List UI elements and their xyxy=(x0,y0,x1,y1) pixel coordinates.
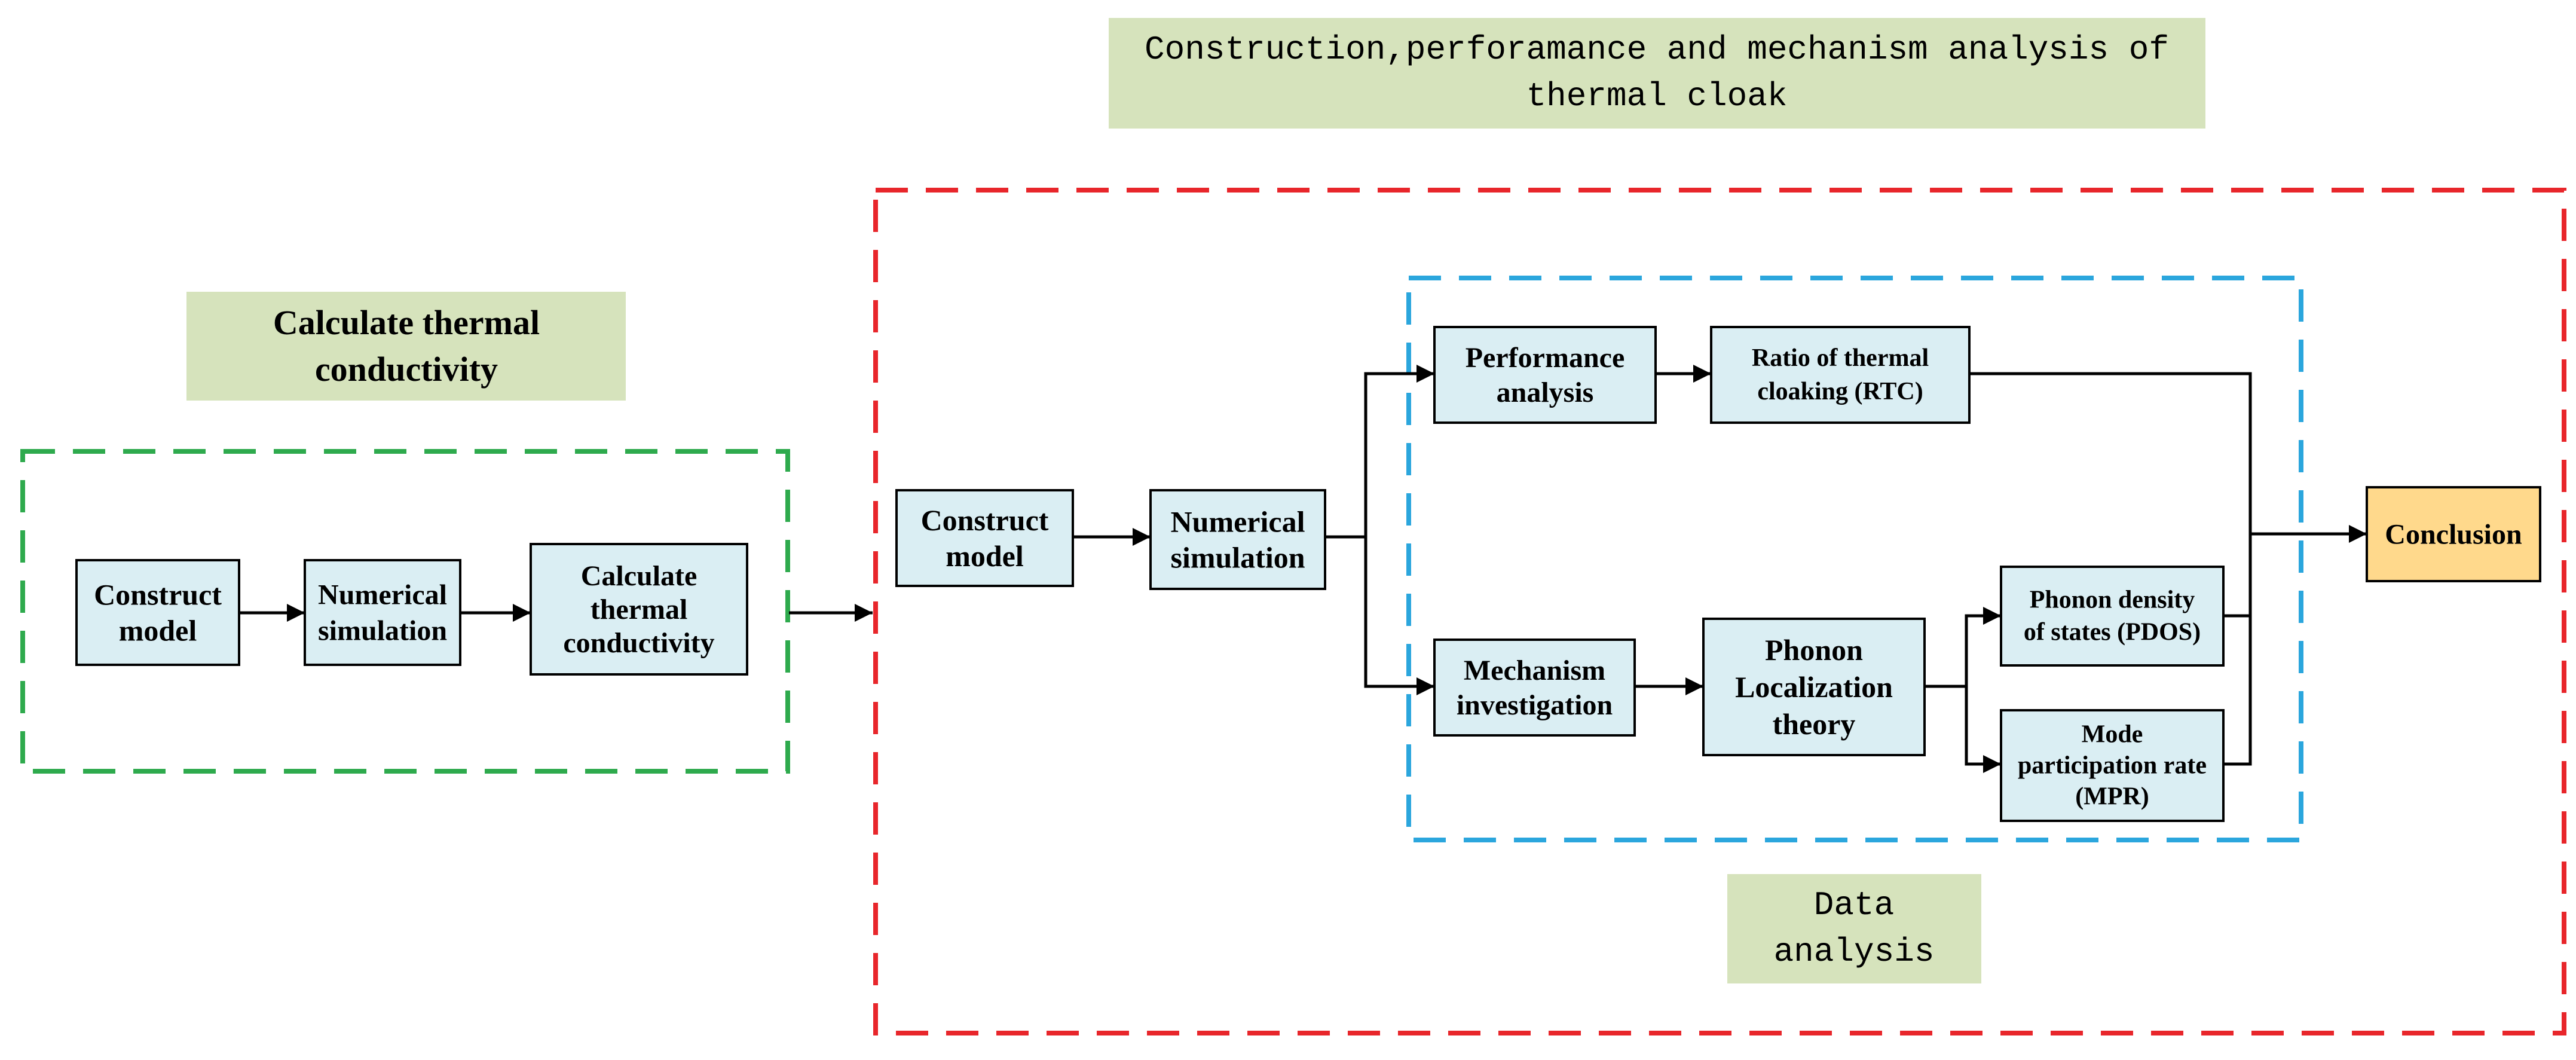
text-line: conductivity xyxy=(315,350,498,389)
box-shape xyxy=(1433,326,1657,424)
main-title: Construction,perforamance and mechanism … xyxy=(1145,30,2169,115)
box-shape xyxy=(1710,326,1971,424)
data-analysis-frame xyxy=(1406,276,2303,842)
text-line: conductivity xyxy=(563,627,714,659)
box-shape xyxy=(1433,639,1636,737)
text-line: Ratio of thermal xyxy=(1752,344,1929,372)
text-line: investigation xyxy=(1457,689,1613,721)
box-shape xyxy=(1702,618,1926,756)
text-line: Mode xyxy=(2082,721,2143,749)
text-line: Construct xyxy=(94,578,222,612)
line-rtc-to-merge xyxy=(1969,372,2252,534)
data-analysis-label-background xyxy=(1727,874,1981,983)
box-shape xyxy=(1149,489,1326,590)
line-mpr-to-merge xyxy=(2223,616,2252,766)
text-line: participation rate xyxy=(2018,752,2207,780)
box-shape xyxy=(2000,709,2225,822)
box-label: Conclusion xyxy=(2385,518,2522,550)
construction-analysis-frame xyxy=(873,188,2566,1035)
arrow-localization-to-pdos xyxy=(1925,607,2001,688)
box-label: Numerical simulation xyxy=(318,579,447,646)
text-line: Conclusion xyxy=(2385,518,2522,550)
text-line: model xyxy=(119,614,197,647)
box-numerical-simulation-1: Numerical simulation xyxy=(304,559,461,666)
text-line: thermal cloak xyxy=(1526,77,1788,115)
box-shape xyxy=(2000,566,2225,667)
box-shape xyxy=(530,543,748,676)
calc-thermal-conductivity-frame xyxy=(20,449,790,774)
text-line: simulation xyxy=(1170,541,1305,575)
arrow-localization-to-mpr xyxy=(1965,686,2001,773)
text-line: Phonon density xyxy=(2030,586,2195,614)
box-label: Ratio of thermal cloaking (RTC) xyxy=(1752,344,1929,405)
text-line: model xyxy=(946,539,1024,573)
text-line: Numerical xyxy=(318,579,447,610)
arrow-branch-to-performance xyxy=(1325,365,1434,539)
box-conclusion: Conclusion xyxy=(2366,486,2541,582)
box-ratio-of-thermal-cloaking: Ratio of thermal cloaking (RTC) xyxy=(1710,326,1971,424)
text-line: Mechanism xyxy=(1464,655,1605,686)
line-pdos-to-merge xyxy=(2223,534,2252,618)
text-line: Data xyxy=(1814,886,1894,924)
text-line: Performance xyxy=(1466,342,1625,374)
text-line: (MPR) xyxy=(2075,783,2149,811)
box-shape xyxy=(75,559,240,666)
text-line: Calculate thermal xyxy=(273,303,540,342)
box-shape xyxy=(2366,486,2541,582)
box-mode-participation-rate: Mode participation rate (MPR) xyxy=(2000,709,2225,822)
text-line: theory xyxy=(1773,707,1856,741)
connectors xyxy=(239,365,2367,773)
text-line: Construct xyxy=(921,503,1049,537)
text-line: analysis xyxy=(1774,933,1935,971)
text-line: cloaking (RTC) xyxy=(1757,378,1923,405)
data-analysis-label: Data analysis xyxy=(1774,886,1935,971)
text-line: simulation xyxy=(318,615,447,646)
box-shape xyxy=(304,559,461,666)
text-line: Calculate xyxy=(581,560,697,592)
box-shape xyxy=(895,489,1074,587)
box-phonon-density-of-states: Phonon density of states (PDOS) xyxy=(2000,566,2225,667)
box-label: Phonon density of states (PDOS) xyxy=(2024,586,2201,646)
calc-section-label: Calculate thermal conductivity xyxy=(273,303,540,389)
main-title-background xyxy=(1109,18,2205,129)
text-line: thermal xyxy=(591,594,688,625)
text-line: analysis xyxy=(1497,377,1594,408)
text-line: Phonon xyxy=(1765,633,1863,667)
box-label: Mode participation rate (MPR) xyxy=(2018,721,2207,811)
calc-section-label-background xyxy=(186,292,626,401)
text-line: Construction,perforamance and mechanism … xyxy=(1145,30,2169,69)
arrow-branch-to-mechanism xyxy=(1364,537,1434,695)
text-line: Numerical xyxy=(1171,505,1305,539)
text-line: of states (PDOS) xyxy=(2024,619,2201,646)
text-line: Localization xyxy=(1735,670,1893,704)
